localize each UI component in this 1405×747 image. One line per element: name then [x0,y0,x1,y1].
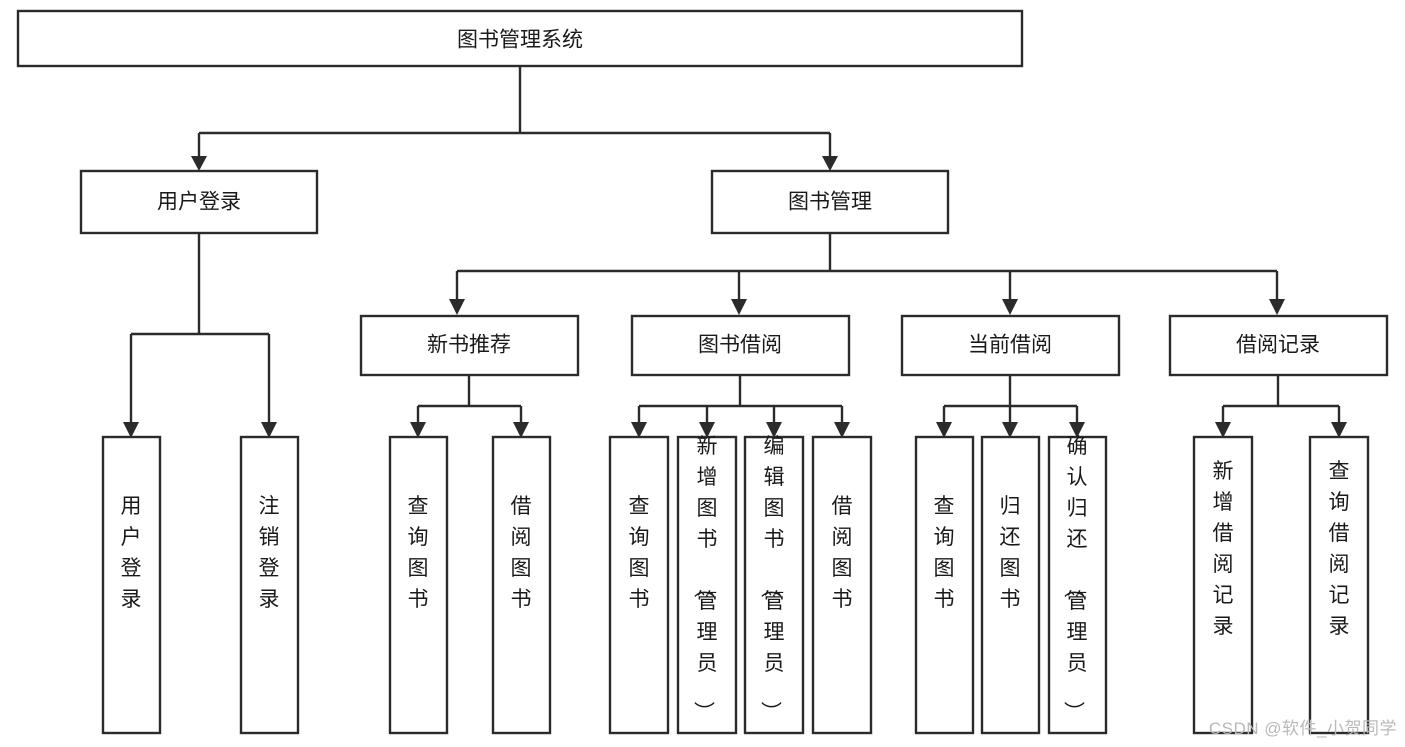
arrowhead-current-query [936,422,952,438]
node-borrow-record-label: 借阅记录 [1236,334,1320,357]
node-user-login-box[interactable] [79,169,319,235]
node-user-login-label: 用户登录 [157,191,241,214]
leaf-logout[interactable]: 注销登录 [239,435,300,735]
arrowhead-borrow-record [1269,299,1285,315]
leaf-record-query-box[interactable] [1308,435,1370,735]
leaf-current-return-book[interactable]: 归还图书 [980,435,1041,735]
leaf-current-return-book-box[interactable] [980,435,1041,735]
arrowhead-current-return [1002,422,1018,438]
leaf-current-query-book-box[interactable] [914,435,975,735]
leaf-newbook-query-book-box[interactable] [388,435,449,735]
leaf-borrow-query-book[interactable]: 查询图书 [608,435,670,735]
node-book-manage-label: 图书管理 [788,191,872,214]
node-current-borrow-label: 当前借阅 [968,334,1052,357]
leaf-newbook-borrow-book-box[interactable] [491,435,552,735]
arrowhead-borrow-edit [766,422,782,438]
node-borrow-record-box[interactable] [1168,314,1389,377]
connector-layer [123,66,1347,438]
arrowhead-borrow-add [699,422,715,438]
node-book-manage-box[interactable] [710,169,950,235]
leaf-current-confirm-return-label: 确认归还（管理员） [1062,435,1088,722]
leaf-current-query-book[interactable]: 查询图书 [914,435,975,735]
node-user-login[interactable]: 用户登录 [79,169,319,235]
arrowhead-record-add [1215,422,1231,438]
leaf-borrow-add-book-box[interactable] [676,435,738,735]
leaf-record-add-label: 新增借阅记录 [1213,460,1234,638]
node-current-borrow-box[interactable] [900,314,1121,377]
node-root[interactable]: 图书管理系统 [16,9,1024,68]
leaf-current-return-book-label: 归还图书 [1000,495,1021,611]
arrowhead-newbook-query [410,422,426,438]
leaf-current-query-book-label: 查询图书 [934,495,955,611]
leaf-current-confirm-return-box[interactable] [1047,435,1108,735]
leaf-user-login[interactable]: 用户登录 [101,435,162,735]
arrowhead-current-borrow [1002,299,1018,315]
arrowhead-newbook-borrow [513,422,529,438]
leaf-borrow-edit-book-box[interactable] [743,435,805,735]
node-book-manage[interactable]: 图书管理 [710,169,950,235]
leaf-borrow-lend-book[interactable]: 借阅图书 [811,435,873,735]
arrowhead-borrow-lend [834,422,850,438]
arrowhead-new-book [449,299,465,315]
leaf-borrow-add-book[interactable]: 新增图书（管理员） [676,435,738,735]
leaf-newbook-borrow-book[interactable]: 借阅图书 [491,435,552,735]
node-new-book-recommend-box[interactable] [359,314,580,377]
leaf-current-confirm-return[interactable]: 确认归还（管理员） [1047,435,1108,735]
node-borrow-record[interactable]: 借阅记录 [1168,314,1389,377]
leaf-borrow-lend-book-box[interactable] [811,435,873,735]
leaf-record-query-label: 查询借阅记录 [1329,460,1350,638]
node-new-book-recommend-label: 新书推荐 [427,334,511,357]
node-book-borrow-box[interactable] [630,314,851,377]
leaf-newbook-query-book-label: 查询图书 [408,495,429,611]
leaf-borrow-edit-book-label: 编辑图书（管理员） [759,435,785,722]
leaf-newbook-query-book[interactable]: 查询图书 [388,435,449,735]
leaf-logout-box[interactable] [239,435,300,735]
leaf-borrow-edit-book[interactable]: 编辑图书（管理员） [743,435,805,735]
leaf-borrow-add-book-label: 新增图书（管理员） [692,435,718,722]
arrowhead-book-borrow [731,299,747,315]
arrowhead-book-manage [822,156,838,171]
leaf-user-login-label: 用户登录 [121,495,142,611]
leaf-logout-label: 注销登录 [259,495,280,611]
node-current-borrow[interactable]: 当前借阅 [900,314,1121,377]
leaf-record-query[interactable]: 查询借阅记录 [1308,435,1370,735]
leaf-record-add-box[interactable] [1192,435,1254,735]
node-book-borrow-label: 图书借阅 [698,334,782,357]
arrowhead-current-confirm [1069,422,1085,438]
arrowhead-record-query [1331,422,1347,438]
leaf-record-add[interactable]: 新增借阅记录 [1192,435,1254,735]
arrowhead-user-login [191,156,207,171]
leaf-newbook-borrow-book-label: 借阅图书 [511,495,532,611]
node-new-book-recommend[interactable]: 新书推荐 [359,314,580,377]
arrowhead-leaf-logout [261,422,277,438]
leaf-user-login-box[interactable] [101,435,162,735]
node-root-box[interactable] [16,9,1024,68]
node-book-borrow[interactable]: 图书借阅 [630,314,851,377]
arrowhead-borrow-query [631,422,647,438]
arrowhead-leaf-user-login [123,422,139,438]
node-root-label: 图书管理系统 [457,29,583,52]
leaf-borrow-lend-book-label: 借阅图书 [832,495,853,611]
leaf-borrow-query-book-label: 查询图书 [629,495,650,611]
leaf-borrow-query-book-box[interactable] [608,435,670,735]
